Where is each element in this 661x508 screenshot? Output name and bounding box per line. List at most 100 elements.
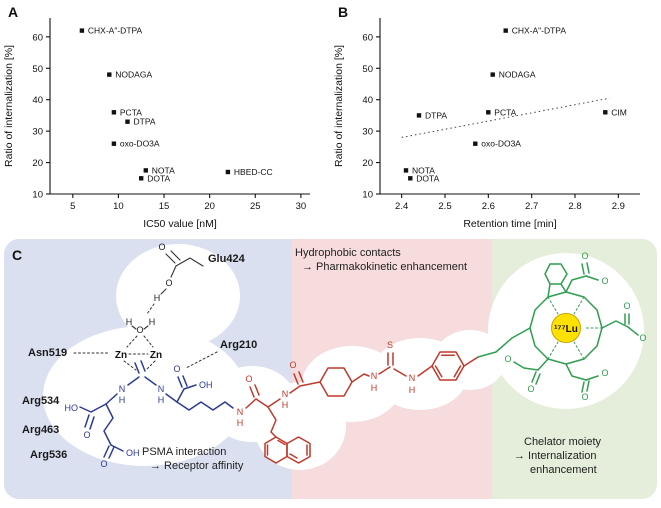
linker-h1: H bbox=[237, 418, 244, 428]
point-label: CIM bbox=[611, 107, 627, 117]
glutamate-arm: HO O O OH bbox=[65, 393, 140, 469]
linker-o1: O bbox=[245, 374, 252, 384]
glutamate-oh: OH bbox=[126, 448, 140, 458]
data-point bbox=[416, 113, 422, 118]
water-o: O bbox=[136, 325, 143, 335]
x-tick-label: 2.5 bbox=[438, 201, 451, 212]
x-tick-label: 2.7 bbox=[525, 201, 538, 212]
thiourea-h1: H bbox=[371, 383, 378, 393]
panel-b-letter: B bbox=[338, 4, 349, 20]
caption-chelator-line1: Chelator moiety bbox=[524, 436, 602, 448]
glutamate-o1: O bbox=[83, 430, 90, 440]
point-label: oxo-DO3A bbox=[120, 139, 160, 149]
chelator-o2: O bbox=[601, 276, 608, 286]
lysine-coo-o: O bbox=[173, 364, 180, 374]
linker-amide: N H O bbox=[237, 374, 269, 428]
residue-arg536: Arg536 bbox=[30, 449, 67, 461]
data-point bbox=[111, 141, 117, 146]
y-tick-label: 60 bbox=[362, 32, 373, 43]
zn2-label: Zn bbox=[150, 350, 162, 361]
zinc-site: Zn Zn bbox=[73, 350, 218, 371]
y-tick-label: 40 bbox=[362, 95, 373, 106]
x-tick-label: 5 bbox=[70, 201, 75, 212]
urea-h-left: H bbox=[119, 395, 126, 405]
data-point bbox=[486, 110, 491, 115]
x-tick-label: 2.6 bbox=[482, 201, 495, 212]
zn1-label: Zn bbox=[115, 350, 127, 361]
x-tick-label: 20 bbox=[204, 201, 215, 212]
y-tick-label: 50 bbox=[362, 64, 373, 75]
cyclohexyl-ring bbox=[319, 367, 353, 397]
y-tick-label: 60 bbox=[32, 32, 43, 43]
data-point bbox=[403, 168, 409, 173]
point-label: PCTA bbox=[120, 107, 142, 117]
chelator-o7: O bbox=[527, 384, 534, 394]
y-tick-label: 10 bbox=[32, 190, 43, 201]
point-label: DTPA bbox=[425, 110, 447, 120]
chelator-o6: O bbox=[601, 368, 608, 378]
lutetium-isotope: ¹⁷⁷Lu bbox=[551, 313, 581, 343]
sulfur-label: S bbox=[387, 340, 393, 350]
lutetium-label: ¹⁷⁷Lu bbox=[554, 324, 578, 335]
data-point bbox=[473, 141, 478, 146]
thiourea-n2: N bbox=[409, 373, 416, 383]
y-axis-title: Ratio of internalization [%] bbox=[333, 45, 345, 167]
panel-c-illustration: C O O H Glu424 H O H Zn Zn Asn519 Arg210… bbox=[4, 239, 657, 499]
point-label: NOTA bbox=[152, 165, 175, 175]
linker-h2: H bbox=[282, 400, 289, 410]
glutamate-ho: HO bbox=[65, 403, 79, 413]
data-point bbox=[503, 28, 508, 33]
figure-page: { "panels": {"a": "A", "b": "B", "c": "C… bbox=[0, 4, 661, 508]
residue-arg534: Arg534 bbox=[22, 395, 60, 407]
lysine-oh: OH bbox=[199, 380, 213, 390]
water-molecule: H O H bbox=[126, 317, 156, 348]
point-label: NOTA bbox=[412, 165, 435, 175]
water-h1: H bbox=[126, 317, 133, 327]
thiourea-n1: N bbox=[371, 371, 378, 381]
linker-n1: N bbox=[237, 407, 244, 417]
urea-n-left: N bbox=[119, 384, 126, 394]
y-tick-label: 30 bbox=[362, 127, 373, 138]
caption-chelator-line2: → Internalization bbox=[514, 450, 597, 462]
x-axis-title: Retention time [min] bbox=[463, 218, 556, 230]
y-tick-label: 50 bbox=[32, 64, 43, 75]
x-tick-label: 2.9 bbox=[612, 201, 625, 212]
data-point bbox=[490, 72, 495, 77]
urea-n-right: N bbox=[158, 384, 165, 394]
water-h2: H bbox=[149, 317, 156, 327]
point-label: DOTA bbox=[416, 173, 439, 183]
x-axis-title: IC50 value [nM] bbox=[143, 218, 217, 230]
panel-c-letter: C bbox=[12, 247, 22, 263]
y-tick-label: 20 bbox=[362, 158, 373, 169]
caption-chelator-line3: enhancement bbox=[530, 464, 597, 476]
hydrogen-bond bbox=[146, 303, 155, 315]
panel-c: C O O H Glu424 H O H Zn Zn Asn519 Arg210… bbox=[0, 236, 661, 507]
point-label: HBED-CC bbox=[234, 167, 273, 177]
residue-asn519: Asn519 bbox=[28, 347, 67, 359]
point-label: NODAGA bbox=[115, 70, 152, 80]
x-tick-label: 30 bbox=[296, 201, 307, 212]
x-tick-label: 2.4 bbox=[395, 201, 408, 212]
glu424-carbonyl-o: O bbox=[158, 242, 165, 252]
x-tick-label: 10 bbox=[113, 201, 124, 212]
chelator-structure: O O O O O O O O bbox=[477, 251, 647, 402]
phenyl-ring bbox=[431, 351, 479, 381]
chelator-o8: O bbox=[504, 354, 511, 364]
urea-motif: N H N H bbox=[119, 360, 165, 405]
chelator-o1: O bbox=[581, 251, 588, 261]
glutamate-o2: O bbox=[100, 459, 107, 469]
linker-o2: O bbox=[289, 360, 296, 370]
data-point bbox=[143, 168, 148, 173]
data-point bbox=[408, 176, 413, 181]
residue-arg210: Arg210 bbox=[220, 339, 257, 351]
caption-psma-line1: PSMA interaction bbox=[142, 446, 226, 458]
x-tick-label: 2.8 bbox=[568, 201, 581, 212]
data-point bbox=[603, 110, 608, 115]
panel-a-letter: A bbox=[8, 4, 19, 20]
data-point bbox=[111, 110, 117, 115]
y-tick-label: 10 bbox=[362, 190, 373, 201]
